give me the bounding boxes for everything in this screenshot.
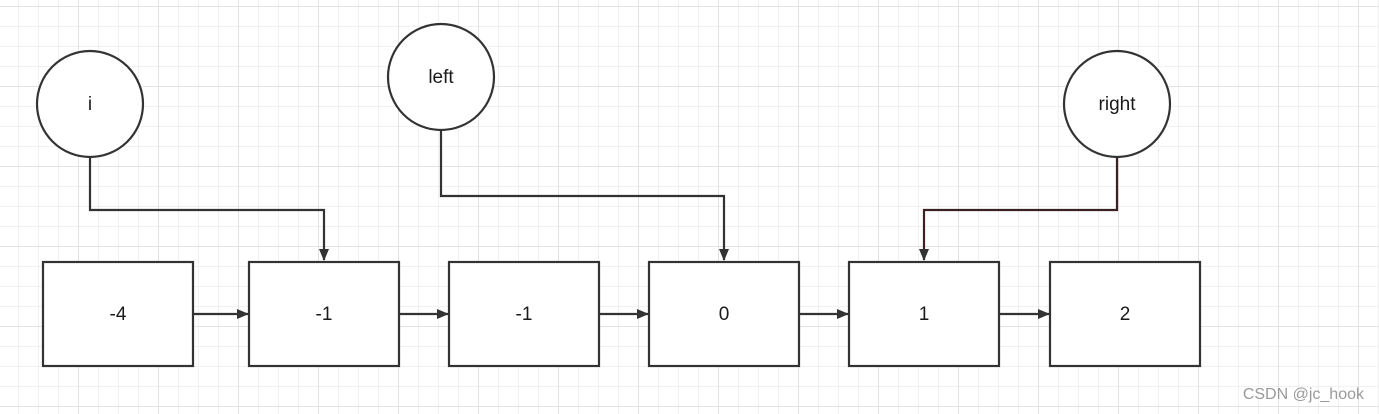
list-node: 2 xyxy=(1048,260,1202,368)
pointer-edge-left xyxy=(439,130,729,261)
pointer-left: left xyxy=(386,22,496,132)
pointer-label: left xyxy=(428,67,454,88)
list-node: 0 xyxy=(647,260,801,368)
watermark: CSDN @jc_hook xyxy=(1242,386,1364,403)
node-value: 0 xyxy=(719,304,730,325)
list-node: 1 xyxy=(847,260,1001,368)
node-value: 1 xyxy=(919,304,930,325)
list-node: -1 xyxy=(247,260,401,368)
pointer-edge-right xyxy=(919,157,1119,261)
list-node: -1 xyxy=(447,260,601,368)
node-value: -1 xyxy=(316,304,333,325)
pointer-label: right xyxy=(1099,94,1137,115)
pointer-i: i xyxy=(35,49,145,159)
node-value: -4 xyxy=(110,304,127,325)
pointer-right: right xyxy=(1062,49,1172,159)
pointer-edges xyxy=(88,130,1119,261)
list-node: -4 xyxy=(41,260,195,368)
node-value: -1 xyxy=(516,304,533,325)
pointer-edge-i xyxy=(88,157,329,261)
pointer-label: i xyxy=(88,94,92,115)
node-value: 2 xyxy=(1120,304,1131,325)
